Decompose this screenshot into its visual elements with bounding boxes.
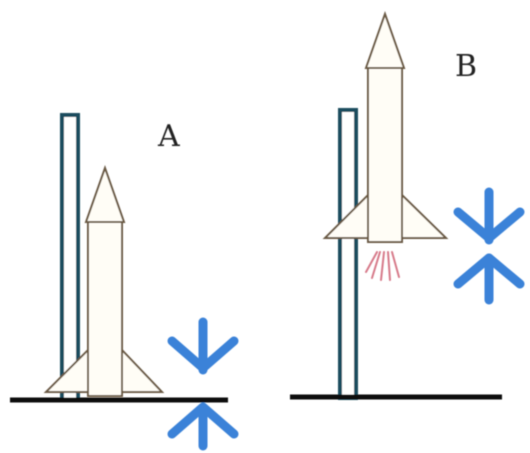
rocket-b <box>322 10 449 243</box>
label-b: B <box>455 49 477 84</box>
rocket-a-right-fin <box>121 347 165 393</box>
rocket-a-body <box>87 219 123 397</box>
scene-a: A <box>10 113 239 451</box>
rocket-b-nose <box>364 10 406 69</box>
arrow-up-icon <box>453 253 525 305</box>
label-a: A <box>157 119 180 154</box>
launch-pole-b <box>338 108 358 400</box>
scene-b: B <box>290 10 525 400</box>
rocket-b-body <box>367 65 403 243</box>
arrow-down-icon <box>167 317 239 375</box>
rocket-a <box>43 164 165 397</box>
rocket-b-right-fin <box>401 192 449 239</box>
arrow-up-icon <box>167 402 239 451</box>
arrow-down-icon <box>453 187 525 245</box>
exhaust-icon <box>365 251 400 281</box>
launch-pole-a <box>60 113 80 402</box>
rocket-a-nose <box>84 164 126 223</box>
